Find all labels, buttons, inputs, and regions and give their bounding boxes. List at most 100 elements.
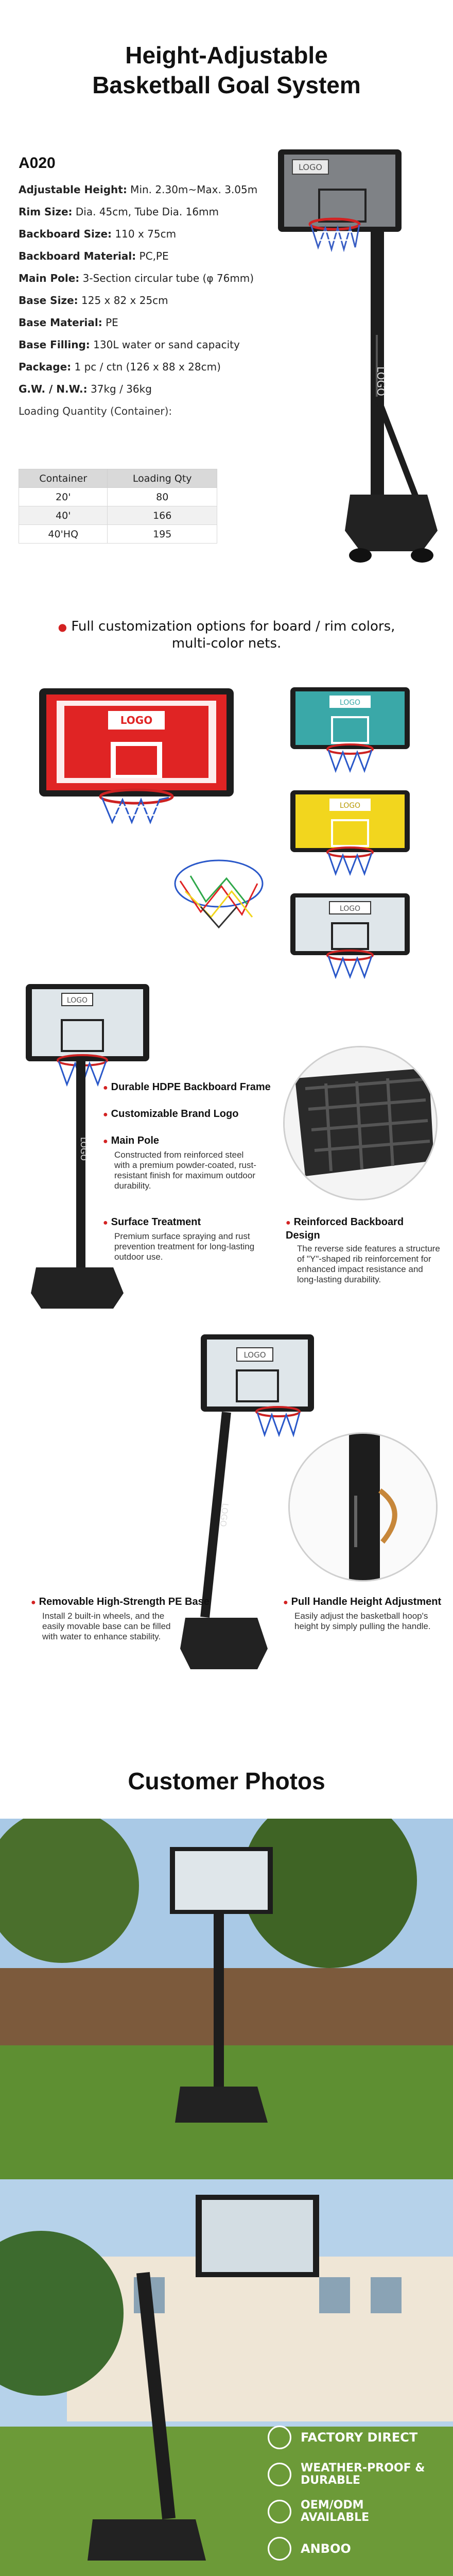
pull-handle-image [290, 1434, 436, 1580]
feature-description: Constructed from reinforced steel with a… [114, 1150, 256, 1191]
customization-line-2: multi-color nets. [171, 636, 282, 651]
feature-description: The reverse side features a structure of… [297, 1244, 440, 1284]
bullet-icon: ● [103, 1218, 108, 1227]
spec-row: Main Pole: 3-Section circular tube (φ 76… [19, 272, 286, 284]
bullet-icon: ● [103, 1110, 108, 1119]
badge-label: FACTORY DIRECT [301, 2430, 418, 2445]
yellow-backboard-image: LOGO [290, 790, 410, 876]
gear-icon [268, 2500, 291, 2523]
rib-structure-image [285, 1047, 436, 1199]
feature-surface-treatment: ●Surface Treatment Premium surface spray… [103, 1216, 257, 1262]
badge-oem-odm: OEM/ODM AVAILABLE [268, 2493, 438, 2530]
table-header: Container [18, 469, 108, 488]
bullet-icon: ● [31, 1598, 36, 1607]
table-cell: 80 [107, 487, 217, 506]
factory-icon [268, 2426, 291, 2449]
table-cell: 166 [107, 506, 217, 525]
spec-row: Adjustable Height: Min. 2.30m~Max. 3.05m [19, 183, 286, 196]
table-cell: 40' [18, 506, 108, 525]
spec-value: 37kg / 36kg [87, 383, 152, 395]
hoop-angled-image: LOGO LOGO [180, 1334, 314, 1669]
table-header: Loading Qty [107, 469, 217, 488]
spec-key: Base Material: [19, 316, 102, 329]
features-section-2: LOGO LOGO ●Removable High-Strength PE Ba… [0, 1329, 453, 1741]
loading-table: Container Loading Qty 20' 80 40' 166 40'… [18, 469, 217, 544]
table-cell: 40'HQ [18, 524, 108, 544]
table-cell: 20' [18, 487, 108, 506]
logo-text: LOGO [340, 905, 360, 913]
spec-value: 3-Section circular tube (φ 76mm) [79, 272, 254, 284]
bullet-icon: ● [103, 1083, 108, 1092]
bullet-icon: ● [103, 1137, 108, 1146]
feature-main-pole: ●Main Pole Constructed from reinforced s… [103, 1134, 257, 1191]
backyard-photo [0, 1819, 453, 2179]
title-line-2: Basketball Goal System [92, 72, 361, 98]
cloud-sun-icon [268, 2463, 291, 2486]
bullet-icon: ● [58, 621, 67, 633]
features-section-1: LOGO LOGO ●Durable HDPE Backboard Frame … [0, 958, 453, 1329]
customer-photo-1 [0, 1819, 453, 2179]
logo-text: LOGO [67, 996, 88, 1005]
table-row: 40' 166 [18, 506, 217, 525]
spec-row: Base Filling: 130L water or sand capacit… [19, 338, 286, 351]
title-line-1: Height-Adjustable [125, 42, 328, 69]
red-backboard-image: LOGO [39, 688, 234, 824]
hoop-side-image: LOGO LOGO [26, 984, 149, 1309]
feature-pe-base: ●Removable High-Strength PE Base Install… [31, 1596, 216, 1642]
teal-backboard-image: LOGO [290, 687, 410, 773]
customization-note: ● Full customization options for board /… [0, 618, 453, 652]
spec-value: Dia. 45cm, Tube Dia. 16mm [72, 206, 219, 218]
black-backboard-image: LOGO [290, 893, 410, 979]
spec-value: 1 pc / ctn (126 x 88 x 28cm) [71, 361, 221, 373]
badge-factory-direct: FACTORY DIRECT [268, 2419, 438, 2456]
spec-key: G.W. / N.W.: [19, 383, 88, 395]
table-header-row: Container Loading Qty [18, 469, 217, 488]
badge-weather-proof: WEATHER-PROOF & DURABLE [268, 2456, 438, 2493]
feature-title: Customizable Brand Logo [111, 1108, 239, 1120]
spec-value: 130L water or sand capacity [90, 338, 240, 351]
feature-pull-handle: ●Pull Handle Height Adjustment Easily ad… [283, 1596, 448, 1632]
badge-label: OEM/ODM AVAILABLE [301, 2499, 370, 2524]
spec-key: Base Size: [19, 294, 78, 307]
feature-reinforced-backboard: ●Reinforced Backboard Design The reverse… [286, 1216, 440, 1285]
table-row: 20' 80 [18, 487, 217, 506]
globe-icon [268, 2537, 291, 2561]
spec-key: Backboard Size: [19, 228, 112, 240]
spec-row: Backboard Size: 110 x 75cm [19, 228, 286, 240]
spec-key: Rim Size: [19, 206, 73, 218]
pull-handle-closeup [288, 1432, 438, 1582]
feature-title: Main Pole [111, 1135, 160, 1146]
feature-description: Easily adjust the basketball hoop's heig… [294, 1611, 431, 1631]
feature-title: Surface Treatment [111, 1216, 201, 1228]
feature-title: Removable High-Strength PE Base [39, 1596, 210, 1607]
feature-title: Pull Handle Height Adjustment [291, 1596, 442, 1607]
logo-text: LOGO [120, 714, 152, 726]
spec-key: Backboard Material: [19, 250, 136, 262]
logo-text: LOGO [299, 162, 322, 172]
feature-title: Durable HDPE Backboard Frame [111, 1081, 271, 1093]
logo-text: LOGO [243, 1350, 266, 1360]
feature-badges: FACTORY DIRECT WEATHER-PROOF & DURABLE O… [268, 2419, 438, 2567]
logo-text: LOGO [340, 802, 360, 810]
backboard-rib-closeup [283, 1046, 438, 1200]
spec-row: Base Size: 125 x 82 x 25cm [19, 294, 286, 307]
spec-section: Height-Adjustable Basketball Goal System… [0, 0, 453, 598]
logo-text: LOGO [218, 1503, 231, 1528]
spec-row: Base Material: PE [19, 316, 286, 329]
spec-value: Min. 2.30m~Max. 3.05m [127, 183, 258, 196]
feature-hdpe-frame: ●Durable HDPE Backboard Frame [103, 1081, 288, 1094]
multicolor-nets-image [174, 859, 264, 929]
spec-value: 110 x 75cm [112, 228, 177, 240]
bullet-icon: ● [286, 1218, 291, 1227]
badge-brand: ANBOO [268, 2530, 438, 2567]
table-row: 40'HQ 195 [18, 524, 217, 544]
loading-label: Loading Quantity (Container): [19, 405, 172, 417]
customer-photos-section: Customer Photos [0, 1741, 453, 2576]
spec-list: Adjustable Height: Min. 2.30m~Max. 3.05m… [19, 183, 286, 417]
logo-text: LOGO [79, 1137, 89, 1161]
spec-value: 125 x 82 x 25cm [78, 294, 168, 307]
logo-text: LOGO [375, 366, 387, 396]
hoop-product-image: LOGO LOGO [278, 149, 438, 563]
spec-key: Adjustable Height: [19, 183, 127, 196]
